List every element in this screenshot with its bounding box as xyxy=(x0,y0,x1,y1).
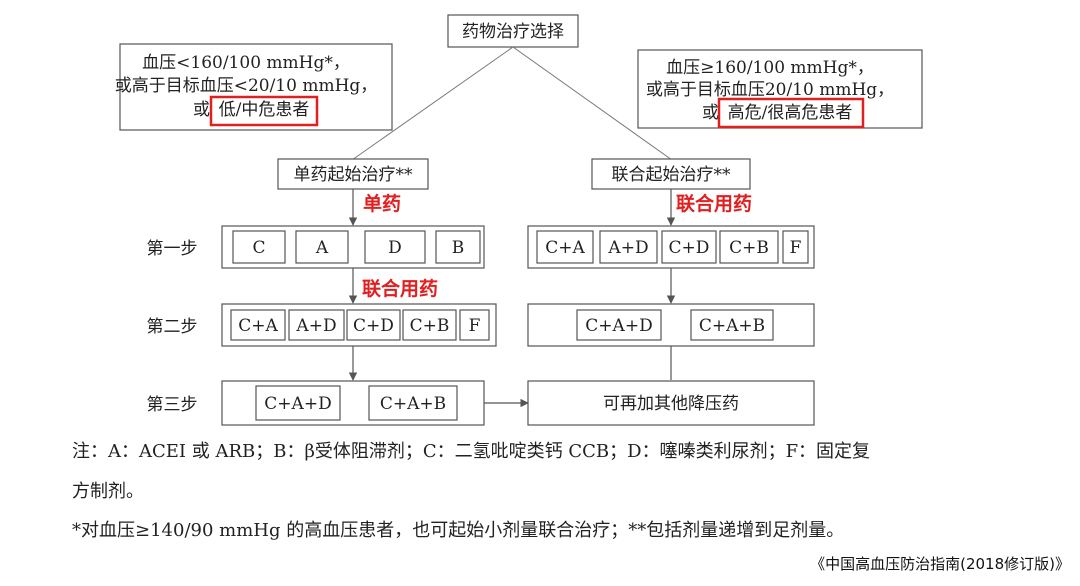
left-risk-highlight xyxy=(209,95,319,127)
single-drug-annotation: 单药 xyxy=(363,192,401,215)
right-step2-container xyxy=(527,303,815,347)
drug-option-label: C+D xyxy=(669,238,710,258)
legend-note-line1: 注：A：ACEI 或 ARB；B：β受体阻滞剂；C：二氢吡啶类钙 CCB；D：噻… xyxy=(72,441,871,462)
drug-option-box xyxy=(599,230,658,264)
right-step3-container xyxy=(527,380,815,426)
drug-option-label: C+A+B xyxy=(380,394,446,414)
drug-option-label: D xyxy=(388,238,402,258)
left-criteria-line3-prefix: 或 xyxy=(193,100,210,120)
drug-option-box xyxy=(782,230,809,264)
drug-option-box xyxy=(402,309,457,341)
left-step3-container xyxy=(221,380,485,426)
right-risk-highlight xyxy=(717,97,865,129)
drug-option-label: C+A xyxy=(545,238,585,258)
drug-option-box xyxy=(232,230,286,264)
drug-option-box xyxy=(288,309,345,341)
legend-note-line2: 方制剂。 xyxy=(72,481,144,502)
drug-option-label: C+B xyxy=(410,316,450,336)
top-title: 药物治疗选择 xyxy=(462,22,564,42)
right-step1-container xyxy=(527,225,815,269)
right-criteria-line1: 血压≥160/100 mmHg*， xyxy=(666,58,874,78)
left-step2-container xyxy=(221,303,497,347)
right-risk-level: 高危/很高危患者 xyxy=(728,103,853,123)
drug-option-box xyxy=(364,230,426,264)
drug-option-label: C+A+D xyxy=(585,316,652,336)
drug-option-label: A xyxy=(315,238,329,258)
drug-option-box xyxy=(230,309,286,341)
source-citation: 《中国高血压防治指南(2018修订版)》 xyxy=(810,555,1070,573)
drug-option-label: F xyxy=(790,238,802,258)
right-criteria-line3-prefix: 或 xyxy=(702,103,719,123)
left-risk-level: 低/中危患者 xyxy=(219,100,310,120)
drug-option-box xyxy=(719,230,779,264)
drug-option-box xyxy=(435,230,481,264)
step-label-2: 第二步 xyxy=(147,317,198,337)
drug-option-label: C+A xyxy=(238,316,278,336)
drug-option-label: C xyxy=(252,238,265,258)
drug-option-label: B xyxy=(452,238,465,258)
drug-option-box xyxy=(536,230,594,264)
drug-option-label: A+D xyxy=(295,316,336,336)
drug-option-box xyxy=(690,309,774,341)
left-start-label: 单药起始治疗** xyxy=(294,165,413,185)
drug-option-label: C+A+B xyxy=(699,316,765,336)
drug-option-box xyxy=(576,309,662,341)
left-criteria-box xyxy=(119,43,393,131)
step-label-1: 第一步 xyxy=(147,239,198,259)
drug-option-box xyxy=(346,309,401,341)
drug-option-box xyxy=(295,230,349,264)
combo-annotation-left: 联合用药 xyxy=(362,277,438,300)
left-step1-container xyxy=(221,225,485,269)
drug-option-label: F xyxy=(469,316,481,336)
drug-option-box xyxy=(255,385,341,421)
drug-option-boxes: C A D B C+A A+D C+D C+B F C+A+D C+A+B C+A A+D C+D C+B F… xyxy=(230,230,809,421)
combo-annotation-right: 联合用药 xyxy=(676,192,752,215)
right-step3-label: 可再加其他降压药 xyxy=(603,394,739,414)
drug-option-box xyxy=(661,230,717,264)
right-start-label: 联合起始治疗** xyxy=(612,165,731,185)
left-criteria-line1: 血压<160/100 mmHg*， xyxy=(142,53,350,73)
drug-option-box xyxy=(368,385,458,421)
branch-line-left xyxy=(351,46,514,161)
left-criteria-line2: 或高于目标血压<20/10 mmHg， xyxy=(115,76,378,96)
drug-option-label: C+D xyxy=(353,316,394,336)
step-label-3: 第三步 xyxy=(147,395,198,415)
drug-option-label: C+B xyxy=(729,238,769,258)
footnote: *对血压≥140/90 mmHg 的高血压患者，也可起始小剂量联合治疗；**包括… xyxy=(72,520,845,541)
drug-option-label: C+A+D xyxy=(264,394,331,414)
drug-option-box xyxy=(459,309,490,341)
right-criteria-box xyxy=(637,49,923,129)
drug-option-label: A+D xyxy=(607,238,648,258)
top-box xyxy=(447,14,579,48)
branch-line-right xyxy=(512,46,673,161)
right-criteria-line2: 或高于目标血压20/10 mmHg， xyxy=(646,80,894,100)
